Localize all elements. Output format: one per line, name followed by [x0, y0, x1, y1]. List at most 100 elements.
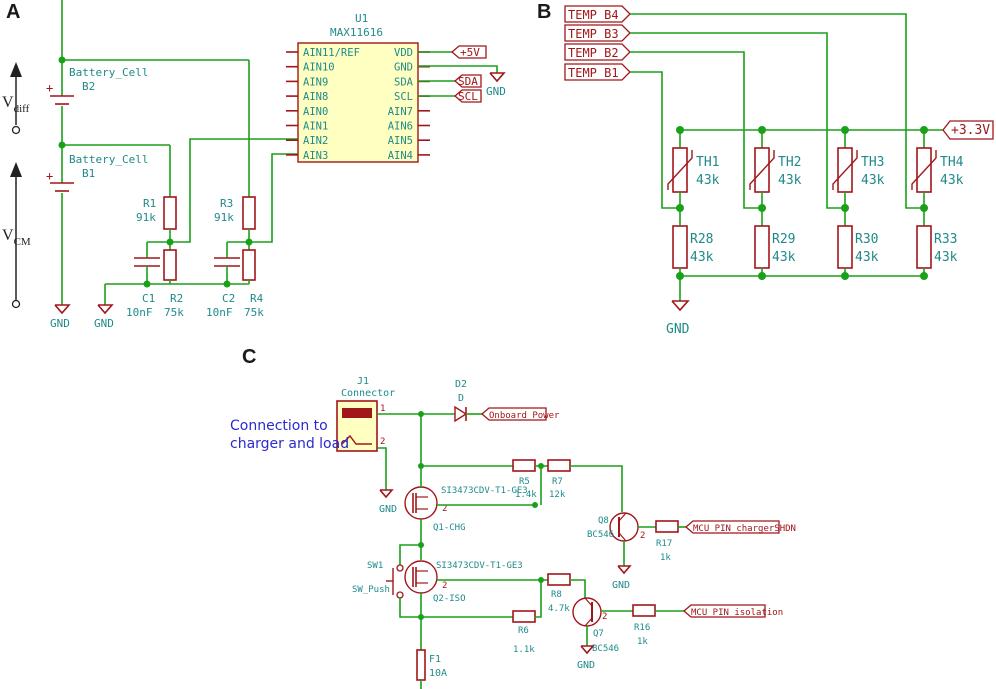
th-ref: TH1	[696, 155, 719, 170]
u1-pin-right: AIN5	[388, 135, 413, 147]
th-ref: TH3	[861, 155, 884, 170]
u1-pin-left: AIN10	[303, 62, 335, 74]
svg-text:1: 1	[380, 404, 385, 414]
d2-ref: D2	[455, 379, 467, 390]
q7-ref: Q7	[593, 629, 604, 639]
c2-val: 10nF	[206, 306, 233, 319]
note-line1: Connection to	[230, 418, 328, 434]
svg-text:MCU_PIN_chargerSHDN: MCU_PIN_chargerSHDN	[693, 524, 796, 534]
svg-text:+: +	[46, 169, 53, 183]
resistor-r8	[547, 573, 571, 586]
r-ref: R29	[772, 232, 795, 247]
q2-part: SI3473CDV-T1-GE3	[436, 561, 523, 571]
resistor-r6	[512, 610, 536, 623]
r7-ref: R7	[552, 477, 563, 487]
u1-pin-right: GND	[394, 62, 413, 74]
temp-label-temp_b2: TEMP_B2	[564, 43, 631, 61]
f1-val: 10A	[429, 668, 447, 679]
r-ref: R33	[934, 232, 957, 247]
u1-pin-right: VDD	[394, 47, 413, 59]
vdiff-label: Vdiff	[2, 94, 30, 115]
u1-pin-right: AIN6	[388, 121, 413, 133]
resistor-r1	[163, 196, 177, 230]
u1-pin-left: AIN9	[303, 76, 328, 88]
vdiff-arrow	[10, 62, 22, 135]
resistor-r30	[837, 225, 853, 269]
plus5v-label: +5V	[451, 45, 487, 59]
gnd-a3: GND	[486, 85, 506, 98]
th-val: 43k	[696, 173, 720, 188]
u1-pin-right: SDA	[394, 76, 414, 88]
transistor-q8	[609, 512, 639, 542]
v33-label: +3.3V	[942, 120, 994, 140]
panel-c-label: C	[242, 346, 256, 368]
svg-text:2: 2	[602, 612, 607, 622]
gnd-c3: GND	[577, 660, 595, 671]
diode-d2	[454, 405, 468, 423]
svg-text:MCU_PIN_isolation: MCU_PIN_isolation	[691, 608, 783, 618]
d2-val: D	[458, 393, 464, 404]
r4-val: 75k	[244, 306, 264, 319]
f1-ref: F1	[429, 654, 441, 665]
svg-text:SCL: SCL	[458, 90, 478, 103]
svg-text:TEMP_B3: TEMP_B3	[568, 27, 619, 41]
c1-val: 10nF	[126, 306, 153, 319]
r2-ref: R2	[170, 292, 183, 305]
th-ref: TH4	[940, 155, 964, 170]
r-ref: R28	[690, 232, 713, 247]
thermistor-columns: TH143kR2843kTH243kR2943kTH343kR3043kTH44…	[667, 126, 964, 280]
r17-val: 1k	[660, 553, 671, 563]
resistor-r2	[163, 249, 177, 281]
thermistor-th3	[832, 147, 858, 193]
th-val: 43k	[778, 173, 802, 188]
r17-ref: R17	[656, 539, 672, 549]
b2-ref: B2	[82, 80, 95, 93]
r7-val: 12k	[549, 490, 566, 500]
resistor-r29	[754, 225, 770, 269]
u1-pin-left: AIN1	[303, 121, 328, 133]
r6-val: 1.1k	[513, 645, 535, 655]
svg-text:SDA: SDA	[458, 75, 478, 88]
gnd-c2: GND	[612, 580, 630, 591]
th-val: 43k	[861, 173, 885, 188]
u1-name: MAX11616	[330, 26, 383, 39]
u1-pin-left: AIN11/REF	[303, 47, 360, 59]
r-val: 43k	[690, 250, 714, 265]
gnd-c1: GND	[379, 504, 397, 515]
thermistor-th2	[749, 147, 775, 193]
temp-label-temp_b1: TEMP_B1	[564, 63, 631, 81]
resistor-r16	[632, 604, 656, 617]
svg-text:+5V: +5V	[460, 46, 480, 59]
q2-ref: Q2-ISO	[433, 594, 466, 604]
capacitor-c1	[134, 257, 160, 267]
fuse-f1	[416, 649, 426, 681]
r16-ref: R16	[634, 623, 650, 633]
r-val: 43k	[855, 250, 879, 265]
r6-ref: R6	[518, 626, 529, 636]
gnd-a2: GND	[94, 317, 114, 330]
battery-cell-b2: +	[46, 81, 74, 105]
b1-ref: B1	[82, 167, 95, 180]
u1-pin-right: AIN4	[388, 150, 413, 162]
q1-part: SI3473CDV-T1-GE3	[441, 486, 528, 496]
c1-ref: C1	[142, 292, 155, 305]
th-ref: TH2	[778, 155, 801, 170]
svg-text:2: 2	[380, 437, 385, 447]
thermistor-th4	[911, 147, 937, 193]
u1-ref: U1	[355, 12, 368, 25]
r1-val: 91k	[136, 211, 156, 224]
u1-pin-left: AIN0	[303, 106, 328, 118]
svg-text:TEMP_B4: TEMP_B4	[568, 8, 619, 22]
resistor-r7	[547, 459, 571, 472]
j1-name: Connector	[341, 388, 395, 399]
resistor-r5	[512, 459, 536, 472]
r3-ref: R3	[220, 197, 233, 210]
q8-ref: Q8	[598, 516, 609, 526]
q1-ref: Q1-CHG	[433, 523, 466, 533]
sw1-ref: SW1	[367, 561, 383, 571]
svg-text:Onboard_Power: Onboard_Power	[489, 411, 560, 421]
